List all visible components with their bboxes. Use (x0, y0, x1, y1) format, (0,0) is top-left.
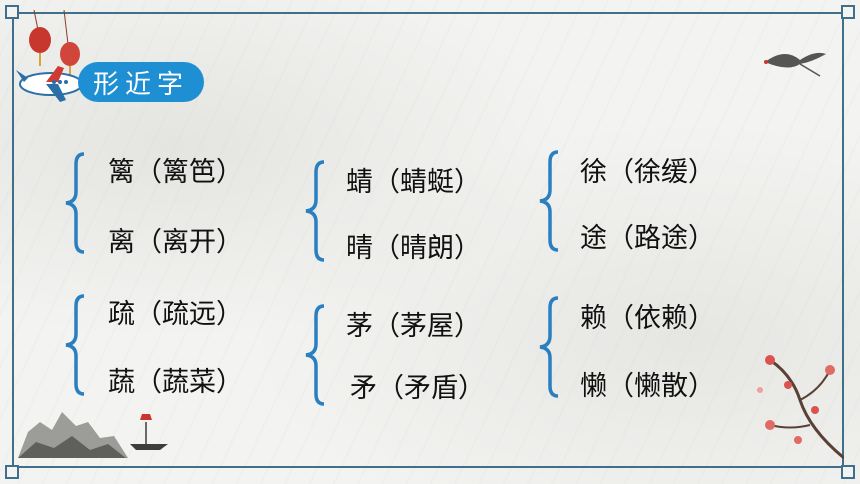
char-entry: 蜻（蜻蜓） (346, 160, 481, 199)
brace-icon (65, 152, 85, 254)
plane-icon (16, 66, 83, 102)
brace-icon (305, 304, 325, 406)
char-entry: 懒（懒散） (580, 364, 715, 403)
example-word: （疏远） (135, 299, 243, 330)
example-word: （蜻蜓） (373, 167, 481, 198)
char-entry: 蔬（蔬菜） (108, 360, 243, 399)
char: 蔬 (108, 367, 135, 398)
lantern-icon (29, 10, 80, 80)
char: 徐 (580, 157, 607, 188)
example-word: （懒散） (607, 371, 715, 402)
example-word: （依赖） (607, 303, 715, 334)
section-title: 形近字 (78, 62, 204, 102)
char: 矛 (350, 373, 377, 404)
char: 篱 (108, 157, 135, 188)
example-word: （路途） (607, 223, 715, 254)
char: 途 (580, 223, 607, 254)
char-group: 徐（徐缓） 途（路途） (534, 146, 754, 256)
example-word: （离开） (135, 227, 243, 258)
brace-icon (539, 296, 559, 398)
char-entry: 离（离开） (108, 220, 243, 259)
char-entry: 疏（疏远） (108, 292, 243, 331)
frame-corner (841, 5, 855, 19)
char-group: 疏（疏远） 蔬（蔬菜） (60, 290, 280, 400)
char-entry: 篱（篱笆） (108, 150, 243, 189)
example-word: （晴朗） (373, 233, 481, 264)
char: 晴 (346, 233, 373, 264)
brace-icon (65, 294, 85, 396)
char: 懒 (580, 371, 607, 402)
crane-icon (764, 52, 826, 77)
plum-blossom-icon (757, 355, 844, 460)
example-word: （徐缓） (607, 157, 715, 188)
char-entry: 徐（徐缓） (580, 150, 715, 189)
landscape-icon (18, 412, 168, 458)
brace-icon (539, 150, 559, 252)
example-word: （蔬菜） (135, 367, 243, 398)
frame-corner (5, 5, 19, 19)
char: 离 (108, 227, 135, 258)
example-word: （矛盾） (377, 373, 485, 404)
frame-corner (841, 465, 855, 479)
brace-icon (305, 160, 325, 262)
char-group: 篱（篱笆） 离（离开） (60, 148, 280, 258)
char-entry: 途（路途） (580, 216, 715, 255)
frame-corner (5, 465, 19, 479)
char: 茅 (346, 311, 373, 342)
char-group: 蜻（蜻蜓） 晴（晴朗） (300, 156, 520, 266)
char: 疏 (108, 299, 135, 330)
page-frame (12, 12, 844, 468)
char-entry: 晴（晴朗） (346, 226, 481, 265)
char-group: 赖（依赖） 懒（懒散） (534, 292, 754, 402)
char: 蜻 (346, 167, 373, 198)
char-entry: 赖（依赖） (580, 296, 715, 335)
char: 赖 (580, 303, 607, 334)
char-group: 茅（茅屋） 矛（矛盾） (300, 300, 520, 410)
char-entry: 矛（矛盾） (350, 366, 485, 405)
example-word: （茅屋） (373, 311, 481, 342)
example-word: （篱笆） (135, 157, 243, 188)
char-entry: 茅（茅屋） (346, 304, 481, 343)
